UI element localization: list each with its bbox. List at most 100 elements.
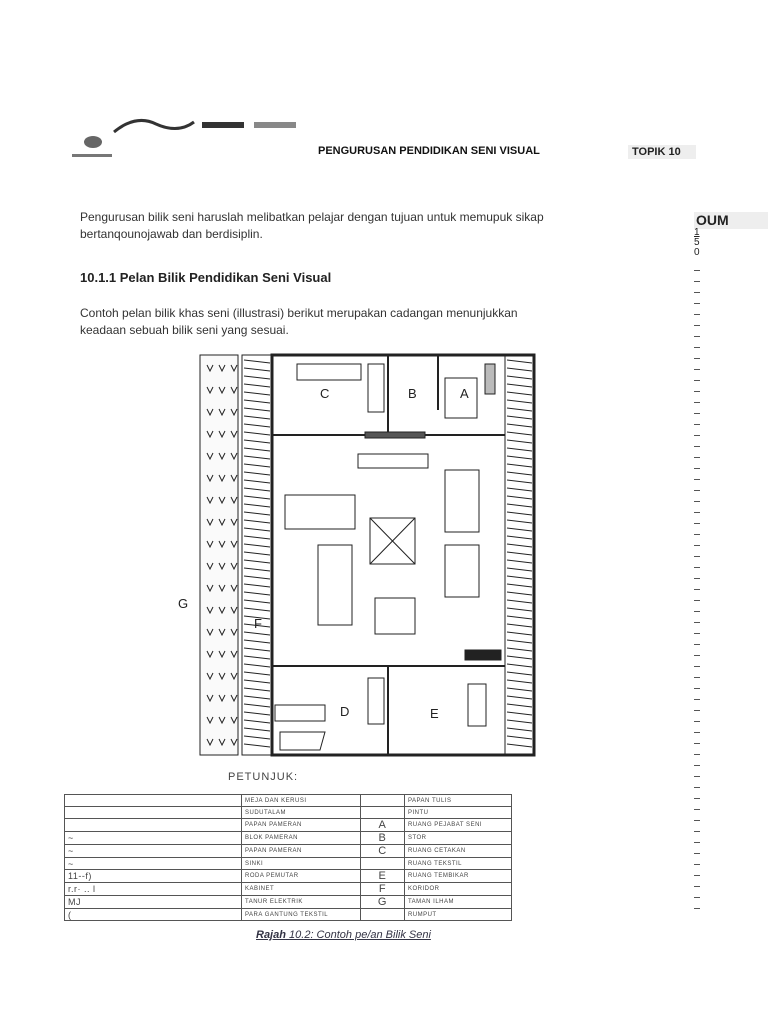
tick-mark — [694, 501, 700, 502]
tick-mark — [694, 424, 700, 425]
tick-mark — [694, 820, 700, 821]
grass-tuft — [230, 452, 238, 461]
room-label-g: G — [178, 596, 188, 611]
grass-tuft — [206, 584, 214, 593]
tick-mark — [694, 798, 700, 799]
legend-symbol — [64, 806, 242, 819]
side-digit: 0 — [694, 247, 700, 258]
hatch-line — [506, 615, 533, 620]
grass-tuft — [230, 364, 238, 373]
grass-tuft — [218, 474, 226, 483]
room-label-f: F — [254, 616, 262, 631]
tick-mark — [694, 897, 700, 898]
hatch-line — [243, 407, 271, 412]
grass-tuft — [230, 496, 238, 505]
hatch-line — [243, 479, 271, 484]
legend-symbol: ~ — [64, 844, 242, 858]
hatch-line — [506, 743, 533, 748]
legend-symbol: ~ — [64, 831, 242, 845]
legend-key: F — [359, 882, 405, 896]
grass-tuft — [218, 694, 226, 703]
hatch-line — [506, 383, 533, 388]
table-group — [444, 469, 480, 533]
desk-a — [444, 377, 478, 419]
legend-symbol: 11--f) — [64, 869, 242, 883]
wall-hatch — [243, 359, 533, 748]
exhibit-diagonal — [369, 517, 416, 565]
hatch-line — [506, 543, 533, 548]
tick-mark — [694, 402, 700, 403]
table-group — [444, 544, 480, 598]
tick-mark — [694, 325, 700, 326]
grass-tuft — [218, 672, 226, 681]
hatch-line — [506, 599, 533, 604]
grass-tuft — [230, 672, 238, 681]
table-d — [274, 704, 326, 722]
legend-left-label: MEJA DAN KERUSI — [241, 794, 361, 807]
hatch-line — [506, 511, 533, 516]
room-label-b: B — [408, 386, 417, 401]
hatch-line — [506, 359, 533, 364]
legend-key — [359, 908, 405, 921]
tick-mark — [694, 270, 700, 271]
legend-symbol: ( — [64, 908, 242, 921]
table-group — [374, 597, 416, 635]
legend-left-label: KABINET — [241, 882, 361, 896]
outer-wall — [270, 353, 536, 757]
grass-tuft — [206, 452, 214, 461]
hatch-line — [506, 591, 533, 596]
grass-tuft — [230, 474, 238, 483]
grass-tuft — [206, 540, 214, 549]
room-label-d: D — [340, 704, 349, 719]
legend-left-label: SINKI — [241, 857, 361, 870]
cabinet-c — [367, 363, 385, 413]
tick-mark — [694, 765, 700, 766]
hatch-line — [506, 727, 533, 732]
garden-strip — [199, 354, 239, 756]
grass-tuft — [230, 518, 238, 527]
hatch-line — [506, 679, 533, 684]
tick-mark — [694, 677, 700, 678]
hatch-line — [243, 583, 271, 588]
hatch-line — [243, 383, 271, 388]
tick-mark — [694, 743, 700, 744]
tick-mark — [694, 490, 700, 491]
hatch-line — [243, 687, 271, 692]
hatch-line — [243, 535, 271, 540]
tick-mark — [694, 391, 700, 392]
tick-mark — [694, 886, 700, 887]
tick-mark — [694, 589, 700, 590]
legend-left-label: BLOK PAMERAN — [241, 831, 361, 845]
legend-right-label: RUANG CETAKAN — [403, 844, 513, 858]
hatch-line — [506, 375, 533, 380]
grass-tuft — [218, 386, 226, 395]
hatch-line — [243, 615, 271, 620]
hatch-line — [243, 679, 271, 684]
legend-left-label: PAPAN PAMERAN — [241, 818, 361, 832]
hatch-line — [506, 639, 533, 644]
side-digit: 1 — [694, 227, 700, 238]
hatch-line — [506, 407, 533, 412]
tick-mark — [694, 545, 700, 546]
grass-tuft — [230, 716, 238, 725]
tick-mark — [694, 468, 700, 469]
hatch-line — [506, 415, 533, 420]
hatch-line — [243, 735, 271, 740]
legend-key: A — [359, 818, 405, 832]
hatch-line — [243, 463, 271, 468]
grass-tuft — [230, 430, 238, 439]
tick-mark — [694, 853, 700, 854]
hatch-line — [506, 479, 533, 484]
hatch-line — [506, 623, 533, 628]
tick-mark — [694, 435, 700, 436]
legend-title: PETUNJUK: — [228, 771, 299, 783]
tick-mark — [694, 699, 700, 700]
legend-key — [359, 794, 405, 807]
grass-tuft — [206, 672, 214, 681]
hatch-line — [243, 455, 271, 460]
tick-mark — [694, 666, 700, 667]
